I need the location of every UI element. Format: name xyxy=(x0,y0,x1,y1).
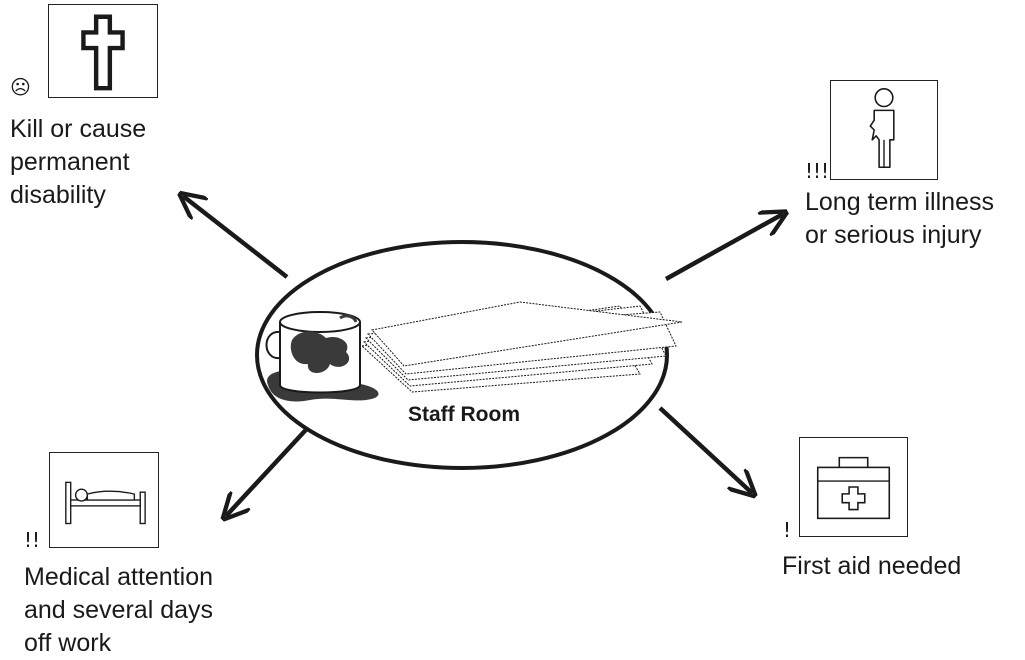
medical-attention-label: Medical attention and several days off w… xyxy=(24,561,213,660)
center-label: Staff Room xyxy=(408,403,520,426)
paper-stack-icon xyxy=(360,301,683,393)
first-aid-kit-icon xyxy=(799,437,908,537)
first-aid-label: First aid needed xyxy=(782,550,961,583)
kill-label-line-3: disability xyxy=(10,181,106,209)
arrow-to-kill xyxy=(183,196,289,279)
kill-label-line-2: permanent xyxy=(10,148,130,176)
medical-line-3: off work xyxy=(24,629,112,657)
long-term-line-1: Long term illness xyxy=(805,188,994,216)
arrow-to-long-term-illness xyxy=(664,214,783,281)
spilled-mug-icon xyxy=(265,311,379,402)
severity-double-exclamation: !! xyxy=(24,528,41,552)
injured-person-icon xyxy=(830,80,938,180)
cross-icon xyxy=(48,4,158,98)
medical-line-1: Medical attention xyxy=(24,563,214,591)
kill-label-line-1: Kill or cause xyxy=(10,115,147,143)
kill-label: Kill or cause permanent disability xyxy=(10,113,146,212)
first-aid-line-1: First aid needed xyxy=(782,552,962,580)
arrow-to-first-aid xyxy=(658,406,752,493)
arrow-to-medical-attention xyxy=(226,418,317,516)
long-term-line-2: or serious injury xyxy=(805,221,982,249)
medical-line-2: and several days xyxy=(24,596,214,624)
severity-triple-exclamation: !!! xyxy=(805,159,830,183)
long-term-illness-label: Long term illness or serious injury xyxy=(805,186,994,252)
severity-single-exclamation: ! xyxy=(783,518,792,542)
hospital-bed-icon xyxy=(49,452,159,548)
severity-sad-face: ☹ xyxy=(10,75,31,99)
